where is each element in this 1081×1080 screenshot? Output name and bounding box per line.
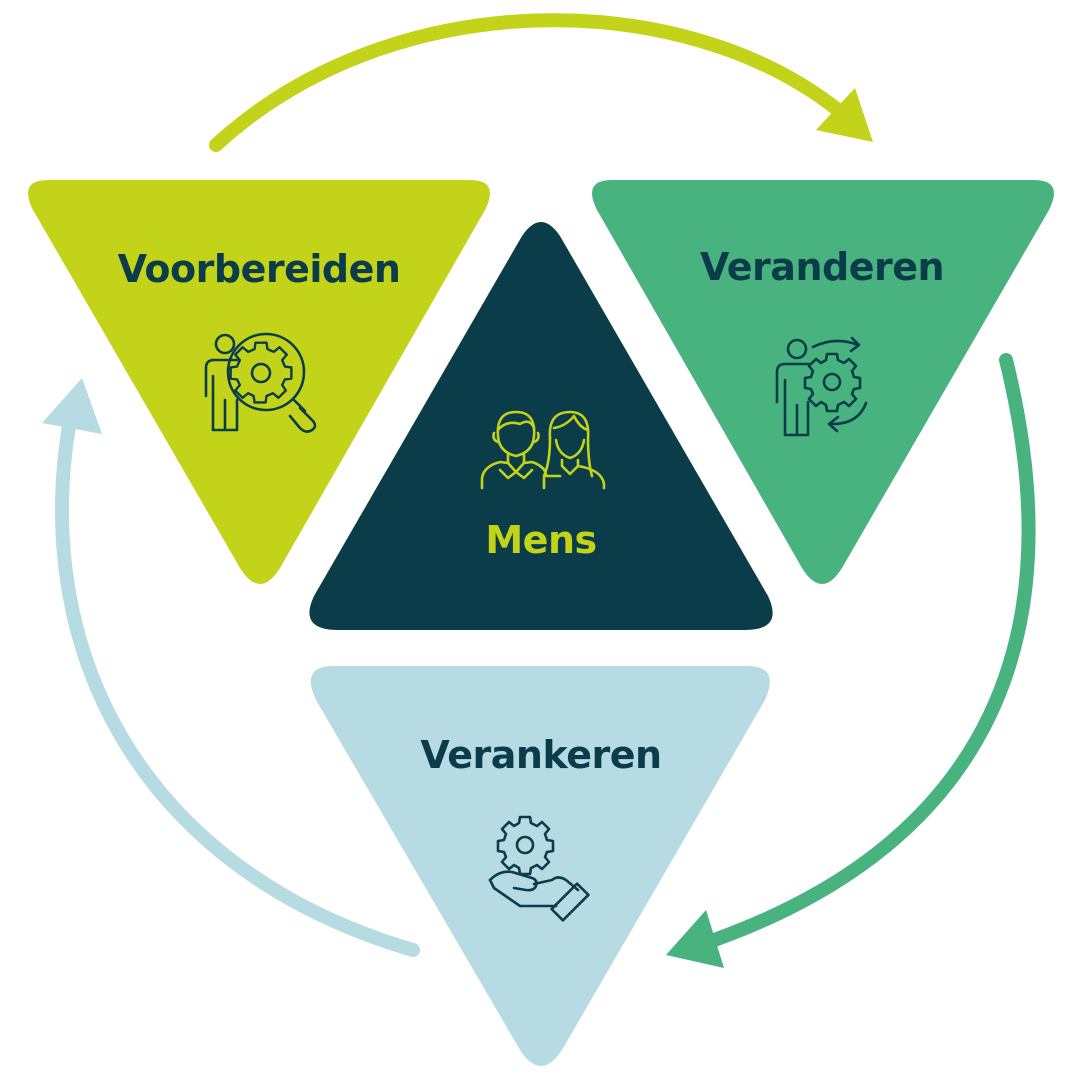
lightblue-arrow (55, 413, 420, 957)
person-gear-cycle-icon (775, 336, 868, 437)
hand-gear-icon (488, 815, 590, 922)
green-arrowhead (666, 910, 724, 968)
cycle-arrows (42, 13, 1036, 968)
person-gear-magnifier-icon (204, 332, 317, 433)
label-mens: Mens (485, 518, 596, 562)
green-arrow (693, 353, 1036, 952)
lightblue-arrowhead (42, 378, 102, 434)
lime-arrowhead (816, 88, 873, 142)
man-woman-icon (480, 410, 606, 490)
label-veranderen: Veranderen (700, 245, 944, 289)
lime-arrow (209, 13, 845, 152)
label-voorbereiden: Voorbereiden (118, 247, 401, 291)
label-verankeren: Verankeren (420, 733, 661, 777)
triangle-mens (309, 222, 773, 630)
